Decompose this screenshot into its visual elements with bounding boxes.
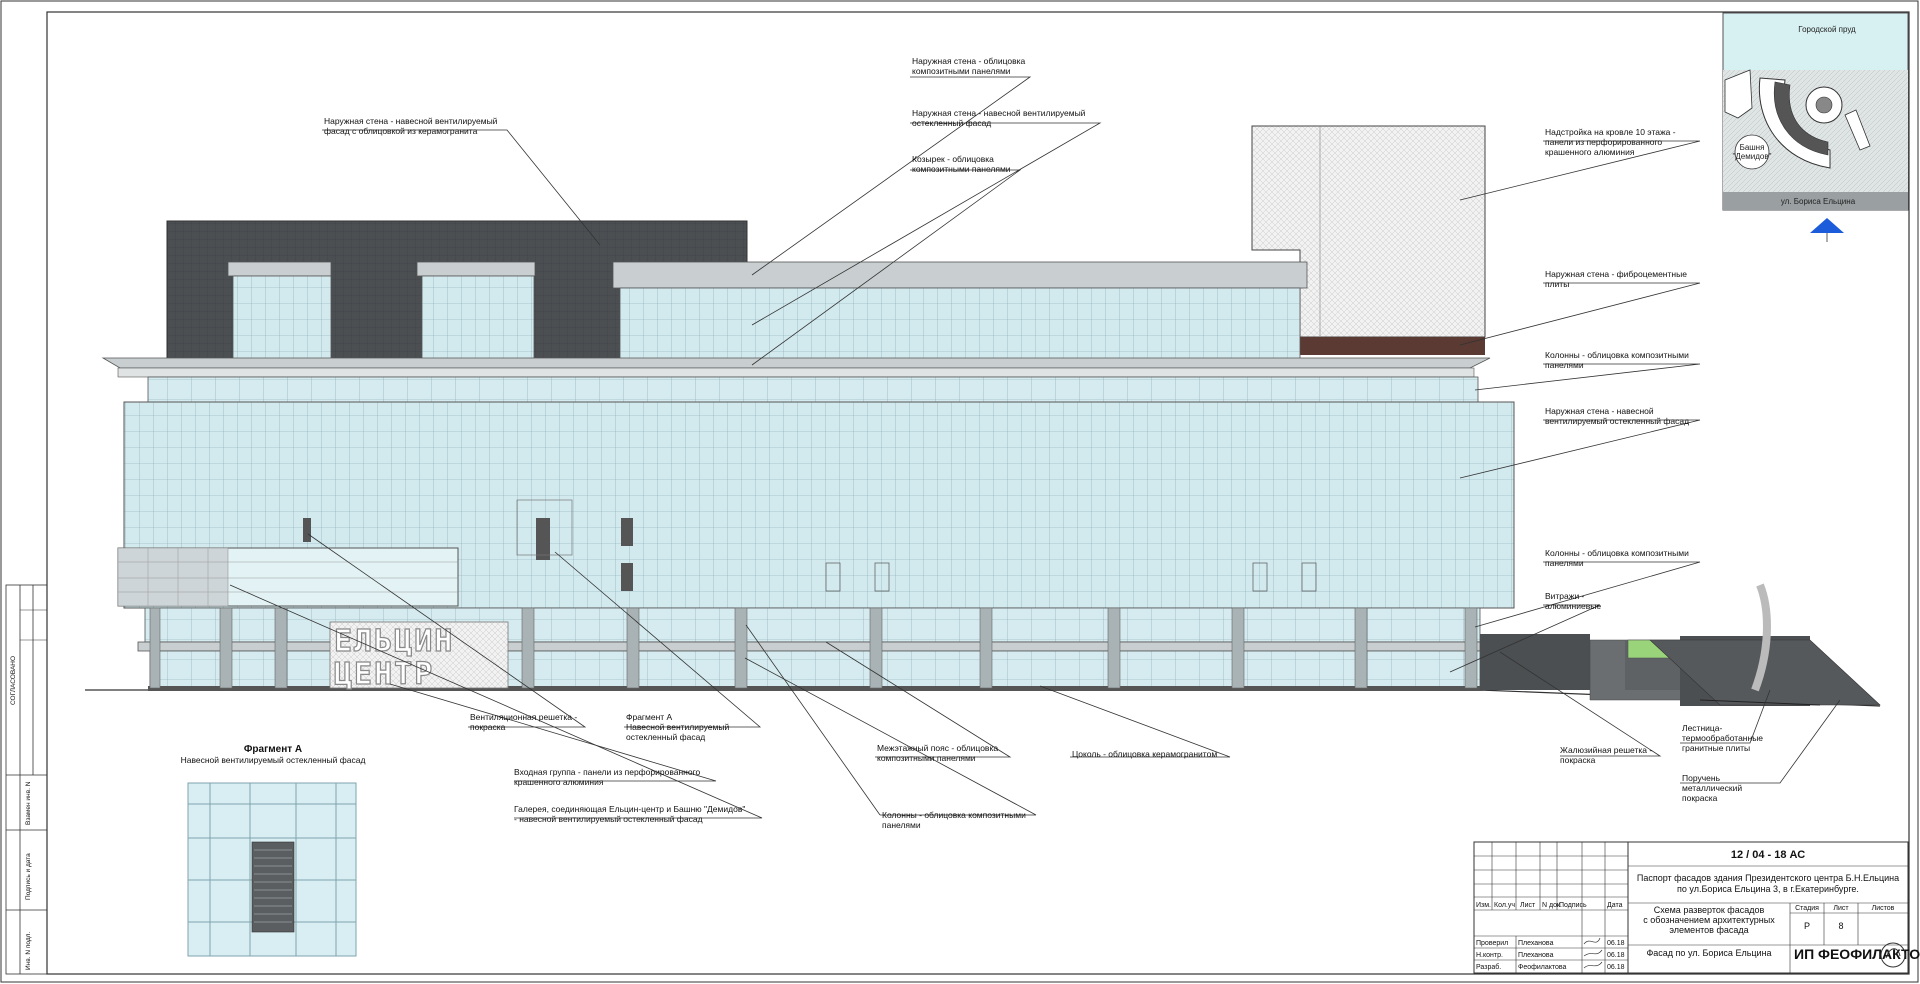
tb-company: ИП ФЕОФИЛАКТОВ Н.В. [1794, 946, 1920, 962]
tb-stage-header: Стадия [1795, 905, 1819, 912]
label-rooftop-superstructure: Надстройка на кровле 10 этажа -панели из… [1545, 127, 1676, 157]
tb-header-ndoc: N док. [1542, 902, 1562, 909]
tb-sheet-title-3: элементов фасада [1669, 925, 1748, 935]
tb-stage: Р [1804, 921, 1810, 931]
tb-date-checked: 06.18 [1607, 940, 1625, 947]
tb-sheet-title-2: с обозначением архитектурных [1643, 915, 1775, 925]
map-tower-label-2: "Демидов" [1733, 152, 1772, 161]
signature-icon [1583, 937, 1603, 969]
label-vent-grille: Вентиляционная решетка -покраска [470, 712, 577, 732]
leader-lines [229, 76, 1841, 819]
tb-date-normcontrol: 06.18 [1607, 952, 1625, 959]
stair-ramp [1480, 583, 1881, 706]
plinth [148, 686, 1483, 691]
tb-role-checked: Проверил [1476, 940, 1508, 947]
fragment-subtitle: Навесной вентилируемый остекленный фасад [181, 755, 366, 765]
sign-line-1: ЕЛЬЦИН [334, 624, 454, 659]
stamp-inv-original: Инв. N подл. [25, 932, 32, 970]
column-band-upper [147, 376, 1479, 403]
map-tower-label-1: Башня [1740, 143, 1765, 152]
sign-line-2: ЦЕНТР [334, 657, 434, 692]
fragment-a: Фрагмент А Навесной вентилируемый остекл… [181, 744, 366, 957]
tb-header-list: Лист [1520, 902, 1536, 909]
tb-project-2: по ул.Бориса Ельцина 3, в г.Екатеринбург… [1677, 884, 1859, 894]
tb-name-checked: Плеханова [1518, 940, 1554, 947]
north-arrow-icon [1810, 218, 1844, 233]
tb-header-date: Дата [1607, 902, 1623, 909]
side-stamp: СОГЛАСОВАНО Взамен инв. N Подпись и дата… [5, 584, 48, 975]
label-gallery: Галерея, соединяющая Ельцин-центр и Башн… [514, 804, 745, 824]
entrance-group: ЕЛЬЦИН ЦЕНТР [329, 621, 509, 693]
tb-drawing-name: Фасад по ул. Бориса Ельцина [1646, 948, 1771, 958]
tb-date-developer: 06.18 [1607, 964, 1625, 971]
site-map: Городской пруд Башня "Демидов" ул. Борис… [1722, 12, 1909, 242]
tb-header-sign: Подпись [1559, 902, 1587, 909]
gallery-connector [117, 547, 459, 607]
tb-sheet-header: Лист [1833, 905, 1849, 912]
label-louvre-grille: Жалюзийная решетка -покраска [1560, 745, 1652, 765]
label-plinth: Цоколь - облицовка керамогранитом [1072, 749, 1217, 759]
tb-name-normcontrol: Плеханова [1518, 952, 1554, 959]
rooftop-superstructure [1251, 125, 1486, 355]
tb-header-kolu: Кол.уч [1494, 902, 1515, 909]
stamp-signature-date: Подпись и дата [25, 853, 32, 900]
fragment-title: Фрагмент А [244, 744, 302, 755]
columns [149, 607, 1478, 689]
tb-sheet-title-1: Схема разверток фасадов [1654, 905, 1765, 915]
company-emblem-icon [1880, 942, 1906, 968]
tb-role-developer: Разраб. [1476, 963, 1501, 971]
tb-name-developer: Феофилактова [1518, 964, 1567, 971]
label-entrance-group: Входная группа - панели из перфорированн… [514, 767, 701, 787]
map-pond-label: Городской пруд [1798, 25, 1856, 34]
tb-header-izm: Изм. [1476, 902, 1491, 909]
tb-project-1: Паспорт фасадов здания Президентского це… [1637, 873, 1899, 883]
map-street-label: ул. Бориса Ельцина [1781, 197, 1856, 206]
stamp-agreed: СОГЛАСОВАНО [10, 656, 17, 705]
title-block: Изм. Кол.уч Лист N док. Подпись Дата Про… [1473, 841, 1920, 974]
stamp-replaces-inv: Взамен инв. N [25, 781, 32, 825]
tb-role-normcontrol: Н.контр. [1476, 952, 1503, 959]
tb-sheet: 8 [1838, 921, 1843, 931]
label-stained-glass: Витражи -алюминиевые [1545, 591, 1601, 611]
sheet-inner-frame [46, 11, 1910, 975]
tb-code: 12 / 04 - 18 АС [1731, 849, 1805, 861]
facade-elevation: ЕЛЬЦИН ЦЕНТР [85, 125, 1881, 707]
tb-sheets-header: Листов [1872, 905, 1895, 912]
